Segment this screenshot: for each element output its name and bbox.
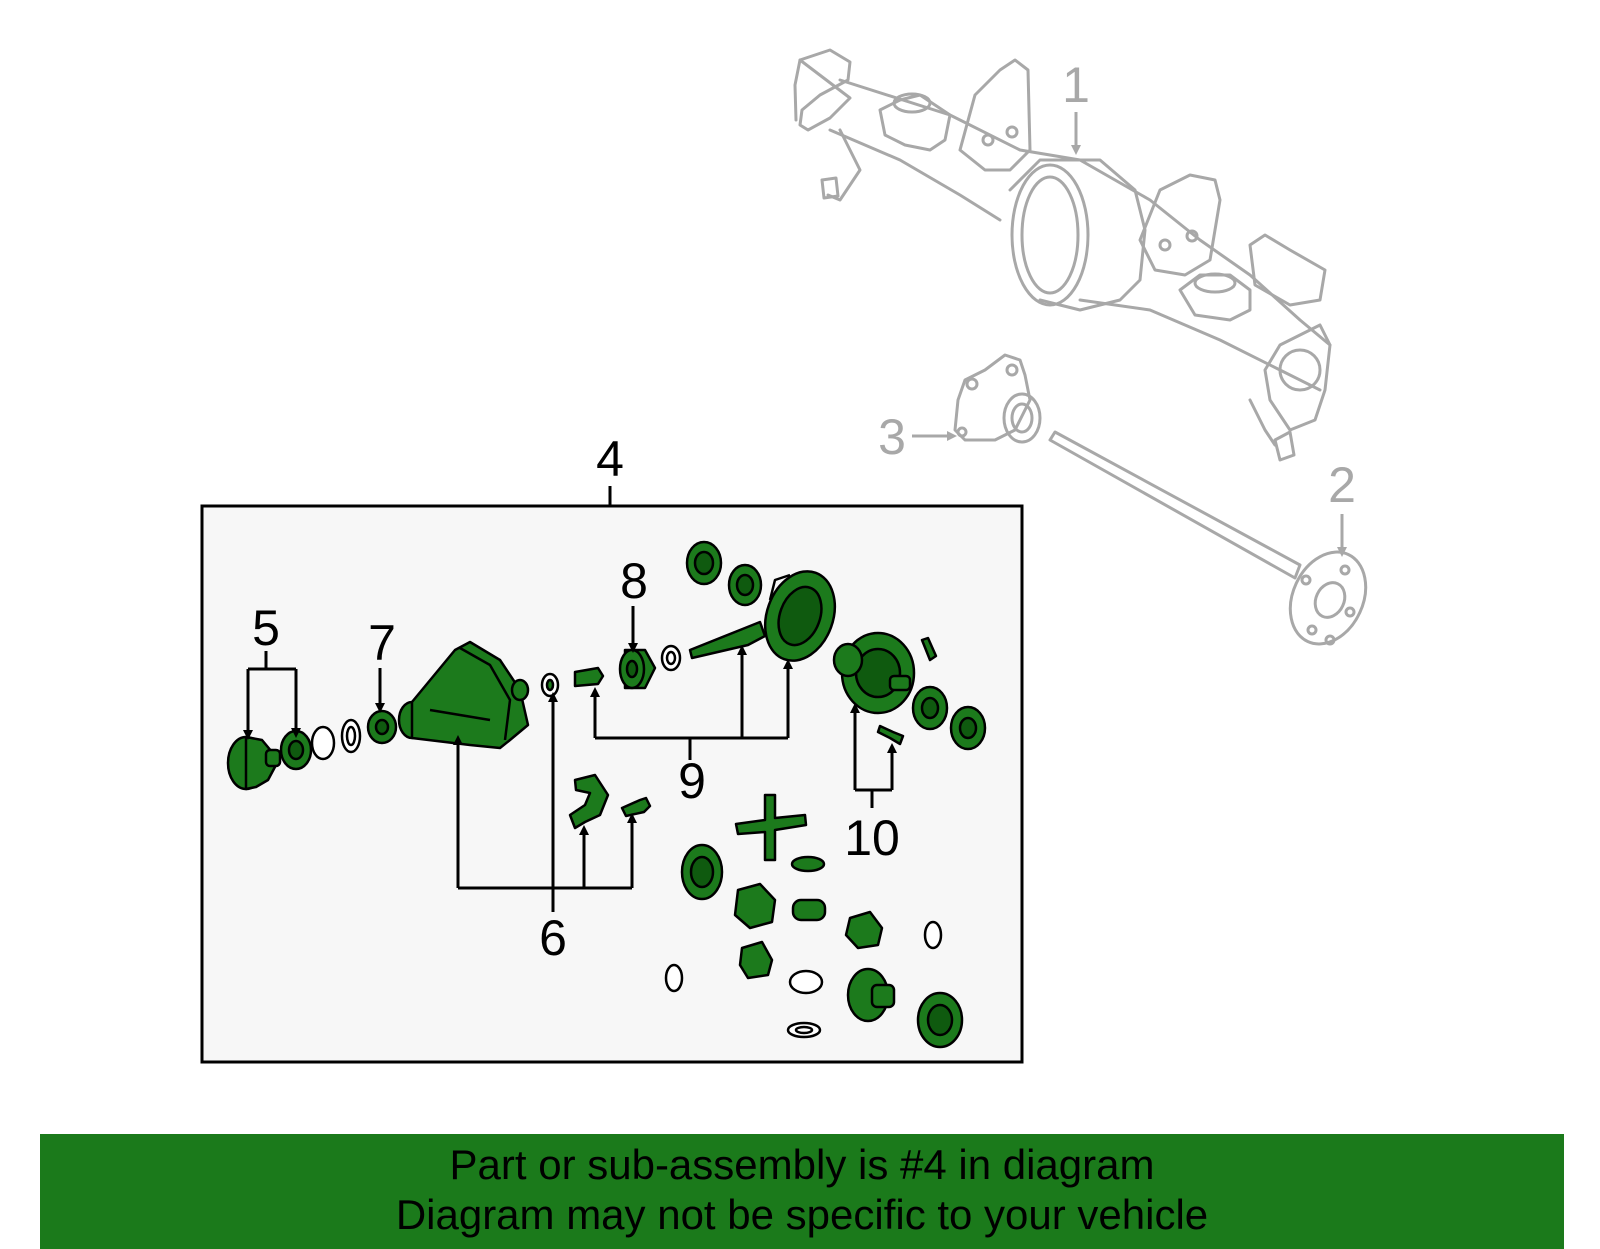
- callout-3: 3: [878, 409, 906, 465]
- bearing-cap: [568, 773, 610, 830]
- callout-7: 7: [368, 615, 396, 671]
- callout-5-leader: [246, 651, 298, 735]
- assembly-parts: [226, 540, 987, 1049]
- front-bearing: [366, 709, 398, 745]
- bearing-spacer: [573, 666, 605, 688]
- lock-pin: [920, 636, 938, 662]
- callout-9-leader: [595, 736, 788, 760]
- callout-4: 4: [596, 431, 624, 487]
- pinion-shim-inner: [665, 650, 677, 666]
- side-bearing-right-b: [949, 705, 987, 751]
- carrier-case: [397, 640, 530, 750]
- bearing-retainer-context: [953, 353, 1042, 444]
- case-bolt: [876, 724, 905, 746]
- disclaimer-banner: Part or sub-assembly is #4 in diagram Di…: [40, 1134, 1564, 1249]
- differential-case: [832, 631, 916, 715]
- callout-10: 10: [844, 810, 900, 866]
- callout-1: 1: [1062, 57, 1090, 113]
- axle-housing-context: [793, 48, 1332, 462]
- companion-flange: [226, 735, 282, 791]
- callout-8: 8: [620, 553, 648, 609]
- pinion-shaft-cross: [734, 793, 808, 862]
- callout-10-leader: [855, 788, 892, 808]
- callout-9: 9: [678, 753, 706, 809]
- pinion-gear-c: [738, 940, 774, 980]
- flange-washer: [279, 729, 313, 771]
- side-gear-left: [680, 843, 724, 901]
- ring-gear: [763, 570, 837, 662]
- pinion-gear-a: [733, 882, 777, 930]
- oil-seal-ring: [310, 725, 336, 761]
- callout-6: 6: [539, 910, 567, 966]
- side-bearing-cup-b: [727, 563, 763, 607]
- thrust-washer-a: [790, 855, 826, 873]
- side-gear-right: [846, 967, 896, 1023]
- axle-shaft-context: [1048, 430, 1368, 646]
- callout-5: 5: [252, 600, 280, 656]
- side-bearing-right-a: [911, 685, 949, 731]
- callout-leaders: [243, 606, 897, 912]
- oil-slinger-inner: [345, 725, 357, 747]
- pinion-gear-b: [844, 910, 884, 950]
- side-bearing-lower: [916, 991, 964, 1049]
- thrust-block: [791, 898, 827, 922]
- thrust-washer-c-inner: [794, 1025, 814, 1035]
- rear-bearing: [618, 648, 657, 690]
- banner-line-2: Diagram may not be specific to your vehi…: [395, 1191, 1209, 1238]
- snap-ring-b: [664, 963, 684, 993]
- snap-ring-a: [923, 920, 943, 950]
- callout-6-leader: [458, 886, 632, 912]
- assembly-box: [200, 504, 1024, 1064]
- side-bearing-cup-a: [685, 540, 723, 586]
- pinion-washer-inner: [545, 678, 555, 692]
- cap-bolt: [620, 796, 652, 818]
- thrust-washer-b: [788, 969, 824, 995]
- callout-2: 2: [1328, 457, 1356, 513]
- drive-pinion: [688, 620, 767, 660]
- banner-line-1: Part or sub-assembly is #4 in diagram: [449, 1141, 1155, 1188]
